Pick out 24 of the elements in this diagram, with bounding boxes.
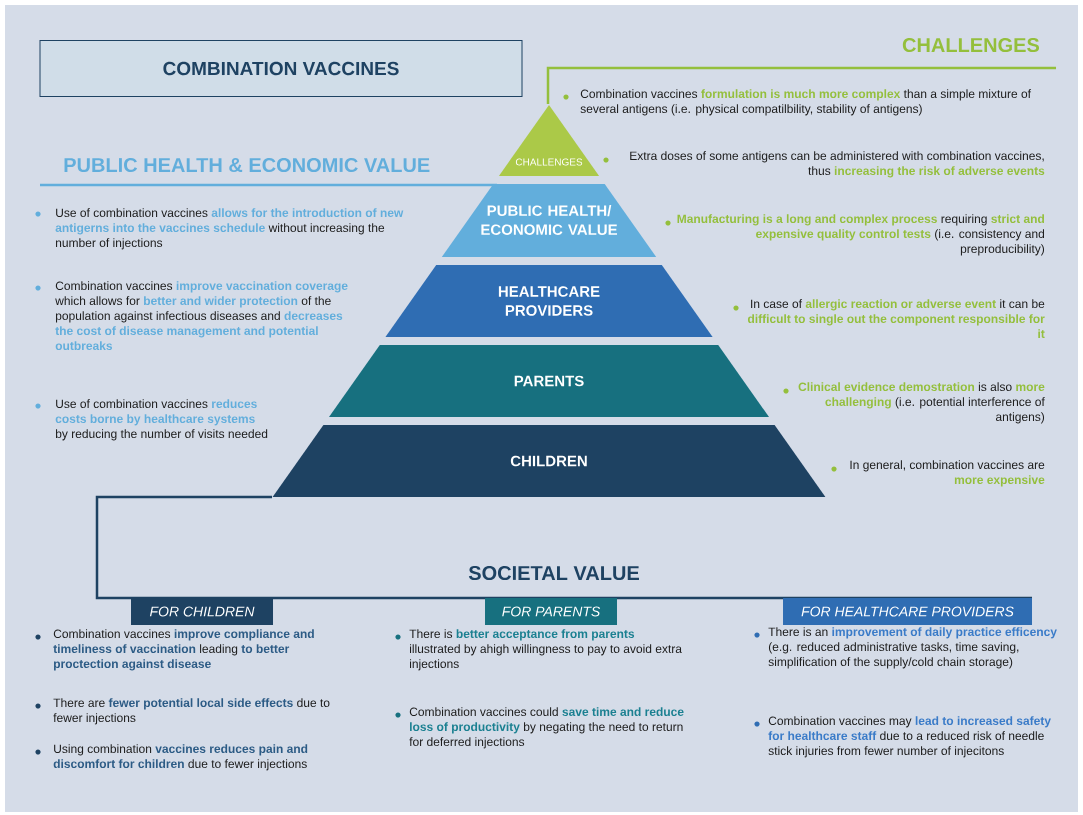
section-band: FOR PARENTS: [485, 598, 617, 625]
bullet-item: Manufacturing is a long and complex process requiring strict and expensive quality control tests (i.e. consistency and preproducibility): [665, 214, 1045, 256]
bullet-item: Combination vaccines could save time and reduce loss of productivity by negating the need to return for deferred injections: [395, 707, 684, 749]
section-band: FOR CHILDREN: [131, 598, 273, 625]
pyramid-tier: PARENTS: [329, 345, 769, 417]
bullet-item: In case of allergic reaction or adverse event it can be difficult to single out the component responsible for it: [733, 299, 1045, 338]
section-heading: SOCIETAL VALUE: [468, 565, 639, 581]
bullet-item: Use of combination vaccines reduces costs borne by healthcare systems by reducing the number of visits needed: [35, 399, 268, 441]
bullet-item: Combination vaccines may lead to increased safety for healthcare staff due to a reduced risk of needle stick injuries from fewer number of injecitons: [754, 716, 1051, 758]
bullet-item: Using combination vaccines reduces pain and discomfort for children due to fewer injections: [35, 744, 308, 771]
pyramid-tier: PUBLIC HEALTH/ ECONOMIC VALUE: [441, 184, 657, 257]
bullet-item: Clinical evidence demostration is also more challenging (i.e. potential interference of antigens): [783, 382, 1045, 424]
section-heading: CHALLENGES: [902, 37, 1040, 53]
bullet-item: Extra doses of some antigens can be administered with combination vaccines, thus increasing the risk of adverse events: [603, 151, 1045, 178]
bullet-item: Combination vaccines improve compliance and timeliness of vaccination leading to better proctection against disease: [35, 629, 314, 671]
bullet-item: In general, combination vaccines are more expensive: [831, 460, 1045, 487]
bullet-item: Use of combination vaccines allows for the introduction of new antigerns into the vaccines schedule without increasing the number of injections: [35, 208, 404, 250]
bullet-item: There is an improvement of daily practice efficency (e.g. reduced administrative tasks, time saving, simplification of the supply/cold chain storage): [754, 627, 1057, 669]
pyramid-tier: HEALTHCARE PROVIDERS: [385, 265, 713, 337]
bullet-item: There are fewer potential local side effects due to fewer injections: [35, 698, 330, 725]
section-heading: PUBLIC HEALTH & ECONOMIC VALUE: [64, 157, 430, 173]
section-band: FOR HEALTHCARE PROVIDERS: [783, 598, 1032, 625]
title-box: COMBINATION VACCINES: [39, 40, 523, 97]
bullet-item: There is better acceptance from parents illustrated by ahigh willingness to pay to avoid extra injections: [395, 629, 682, 671]
